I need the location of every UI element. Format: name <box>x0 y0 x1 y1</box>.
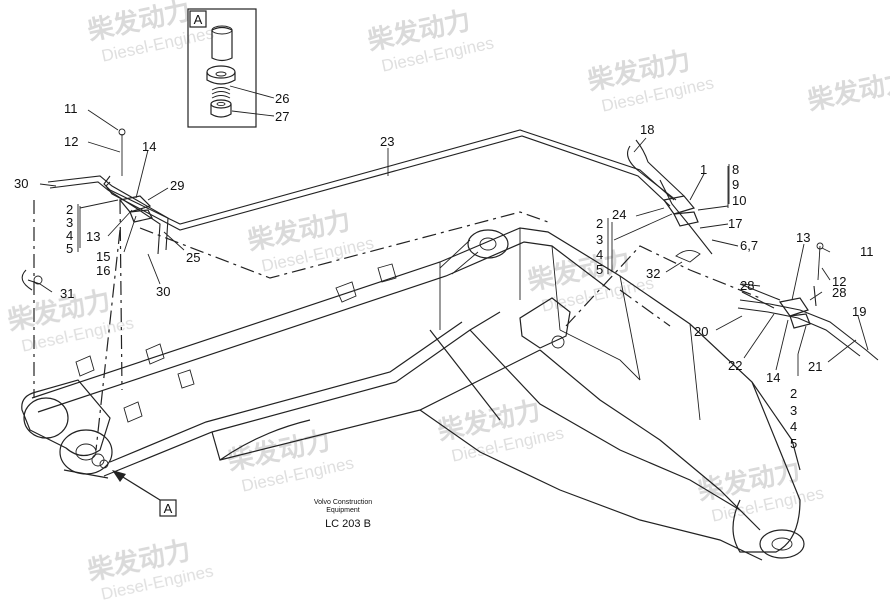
group-brackets <box>77 164 730 274</box>
callout-26: 26 <box>275 91 289 106</box>
callout-31: 31 <box>60 286 74 301</box>
boom-structure <box>21 227 805 561</box>
fittings <box>33 128 824 469</box>
callout-18: 18 <box>640 122 654 137</box>
callout-24: 24 <box>612 207 626 222</box>
callout-4: 4 <box>66 228 73 243</box>
callout-25: 25 <box>186 250 200 265</box>
callout-28: 28 <box>740 278 754 293</box>
callout-14: 14 <box>142 139 156 154</box>
callout-11: 11 <box>64 101 78 116</box>
callout-22: 22 <box>728 358 742 373</box>
callout-3: 3 <box>790 403 797 418</box>
callout-4: 4 <box>596 247 603 262</box>
callout-12: 12 <box>64 134 78 149</box>
callout-20: 20 <box>694 324 708 339</box>
callout-23: 23 <box>380 134 394 149</box>
callout-1: 1 <box>700 162 707 177</box>
callout-5: 5 <box>790 436 797 451</box>
callout-10: 10 <box>732 193 746 208</box>
callout-13: 13 <box>796 230 810 245</box>
callout-14: 14 <box>766 370 780 385</box>
callout-5: 5 <box>66 241 73 256</box>
callout-28: 28 <box>832 285 846 300</box>
callout-11: 11 <box>860 244 874 259</box>
callout-9: 9 <box>732 177 739 192</box>
leader-lines <box>39 109 869 376</box>
callout-32: 32 <box>646 266 660 281</box>
callout-2: 2 <box>790 386 797 401</box>
callout-6-7: 6,7 <box>740 238 758 253</box>
callout-3: 3 <box>66 215 73 230</box>
callout-15: 15 <box>96 249 110 264</box>
callout-8: 8 <box>732 162 739 177</box>
detail-a-pointer: A <box>112 470 177 517</box>
callout-30: 30 <box>14 176 28 191</box>
callout-27: 27 <box>275 109 289 124</box>
maker-line-1: Volvo Construction <box>314 499 372 506</box>
callout-21: 21 <box>808 359 822 374</box>
center-lines <box>33 199 761 451</box>
detail-a-box: A <box>187 8 275 128</box>
callout-19: 19 <box>852 304 866 319</box>
callout-17: 17 <box>728 216 742 231</box>
callout-labels: 11 12 14 29 30 2 3 4 5 13 15 16 25 30 31… <box>14 101 874 451</box>
callout-4: 4 <box>790 419 797 434</box>
callout-30: 30 <box>156 284 170 299</box>
callout-12: 12 <box>832 274 846 289</box>
callout-2: 2 <box>596 216 603 231</box>
maker-line-2: Equipment <box>326 507 360 514</box>
callout-29: 29 <box>170 178 184 193</box>
callout-5: 5 <box>596 262 603 277</box>
callout-16: 16 <box>96 263 110 278</box>
callout-13: 13 <box>86 229 100 244</box>
drawing-code: LC 203 B <box>325 518 371 530</box>
watermark-cn: 柴发动力 <box>804 65 890 117</box>
detail-a-label: A <box>194 12 203 27</box>
pointer-a-label: A <box>164 501 173 516</box>
footer: Volvo Construction Equipment LC 203 B <box>314 499 372 530</box>
callout-3: 3 <box>596 232 603 247</box>
callout-2: 2 <box>66 202 73 217</box>
